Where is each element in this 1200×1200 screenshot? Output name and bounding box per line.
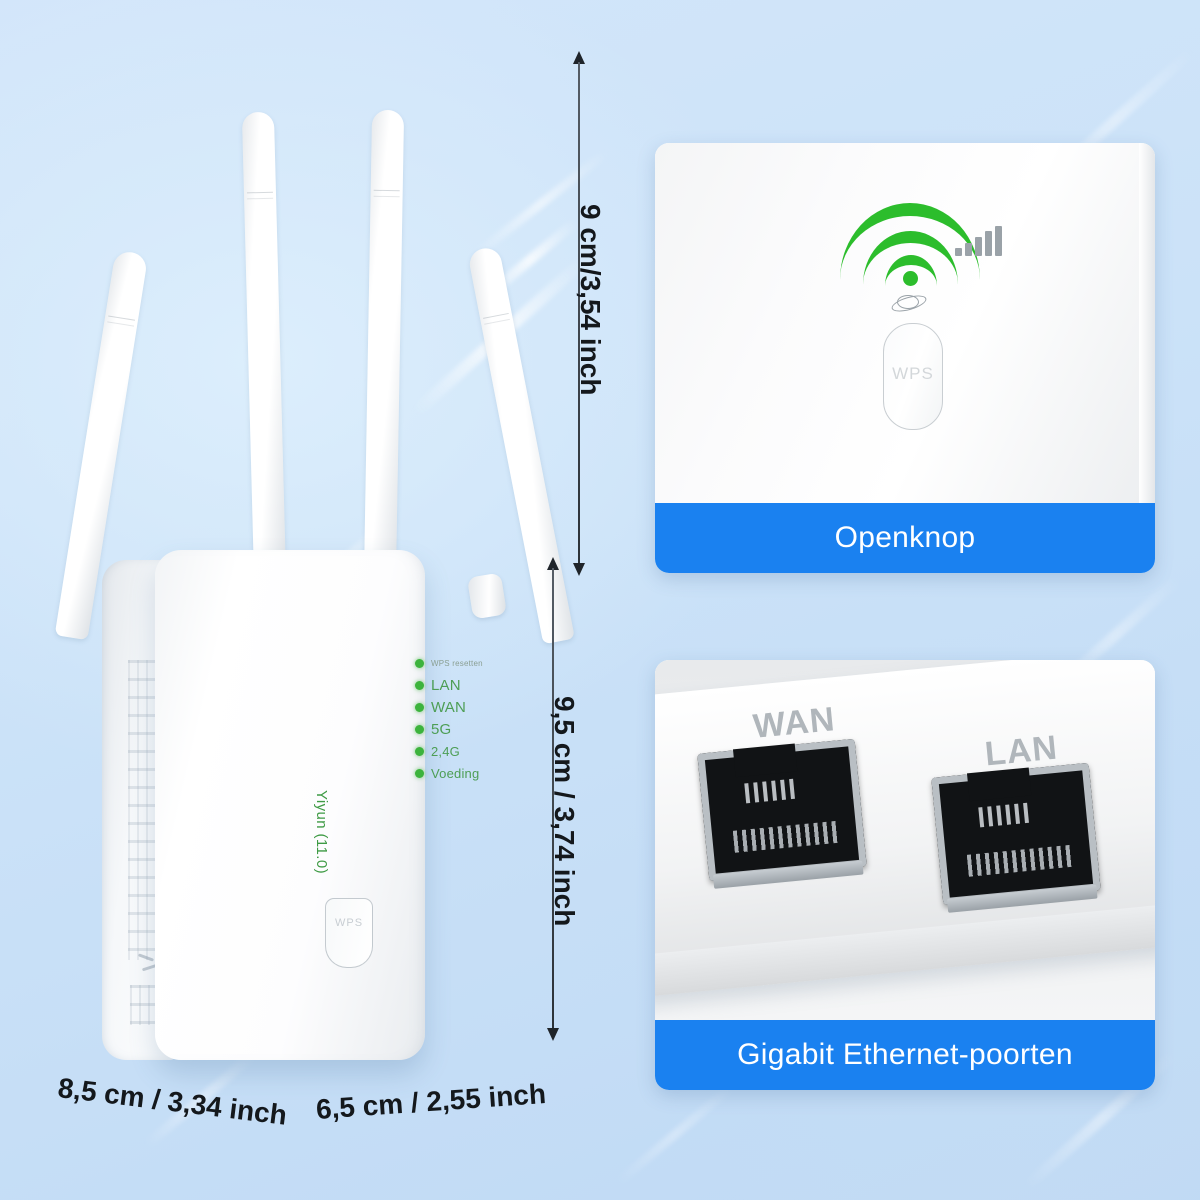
led-label: Voeding xyxy=(431,765,480,781)
port-label-wan: WAN xyxy=(751,700,837,746)
led-label: WAN xyxy=(431,698,467,716)
led-row-wan: WAN xyxy=(415,696,535,718)
led-row-voeding: Voeding xyxy=(415,762,535,784)
led-row-wps-resetten: WPS resetten xyxy=(415,652,535,674)
led-dot-icon xyxy=(415,724,424,734)
ethernet-port-lan xyxy=(931,762,1101,913)
arrow-head-up-icon xyxy=(573,51,585,64)
led-indicator-list: WPS resetten LAN WAN 5G 2,4G Voeding xyxy=(415,652,535,784)
led-row-lan: LAN xyxy=(415,674,535,696)
dimension-line xyxy=(552,568,554,1030)
router-front-panel xyxy=(155,550,425,1060)
panel-caption-ethernet: Gigabit Ethernet-poorten xyxy=(655,1020,1155,1090)
wps-button-main: WPS xyxy=(325,898,373,968)
wps-button-closeup-label: WPS xyxy=(892,364,934,383)
ports-background: WAN LAN xyxy=(655,660,1155,1020)
dimension-line xyxy=(578,62,580,565)
led-dot-icon xyxy=(415,746,424,756)
ethernet-port-wan xyxy=(697,738,867,889)
arrow-head-down-icon xyxy=(547,1028,559,1041)
led-dot-icon xyxy=(415,680,424,690)
signal-bars-icon xyxy=(955,226,1002,256)
globe-icon xyxy=(889,291,929,315)
wifi-arc-inner-icon xyxy=(885,255,937,317)
router-product-image: WPS resetten LAN WAN 5G 2,4G Voeding xyxy=(54,90,580,1080)
wifi-dot-icon xyxy=(903,271,918,286)
brand-label: Yiyun (11.0) xyxy=(313,790,330,875)
arrow-head-up-icon xyxy=(547,557,559,570)
led-dot-icon xyxy=(415,658,424,668)
arrow-head-down-icon xyxy=(573,563,585,576)
led-dot-icon xyxy=(415,768,424,778)
wps-button-label: WPS xyxy=(334,917,364,929)
antenna-left-inner xyxy=(241,111,287,583)
led-label: 2,4G xyxy=(431,743,460,759)
led-label: LAN xyxy=(431,676,461,694)
panel-caption-openknop: Openknop xyxy=(655,503,1155,573)
led-label: WPS resetten xyxy=(431,658,483,668)
feature-panel-ethernet: WAN LAN Gigabit Ethernet-poorten xyxy=(655,660,1155,1090)
dimension-label: 9 cm/3,54 inch xyxy=(575,204,606,396)
led-dot-icon xyxy=(415,702,424,712)
led-label: 5G xyxy=(431,720,452,738)
wps-button-closeup: WPS xyxy=(883,323,943,430)
panel-photo-wps: WPS xyxy=(655,143,1155,503)
led-row-5g: 5G xyxy=(415,718,535,740)
dimension-label: 9,5 cm / 3,74 inch xyxy=(549,696,580,927)
feature-panel-openknop: WPS Openknop xyxy=(655,143,1155,573)
antenna-hinge-right xyxy=(466,572,508,620)
led-row-24g: 2,4G xyxy=(415,740,535,762)
antenna-right-inner xyxy=(363,109,405,581)
panel-photo-ports: WAN LAN xyxy=(655,660,1155,1020)
